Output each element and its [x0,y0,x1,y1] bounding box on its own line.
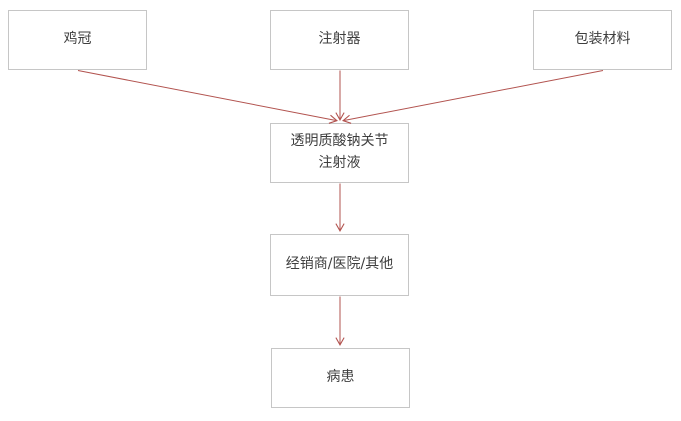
node-chicken-comb: 鸡冠 [8,10,147,70]
node-syringe: 注射器 [270,10,409,70]
node-packaging-materials: 包装材料 [533,10,672,70]
edge-chicken-comb-to-product [77,70,339,124]
node-sodium-hyaluronate-injection: 透明质酸钠关节 注射液 [270,123,409,183]
edge-packaging-to-product [341,70,604,124]
node-patient: 病患 [271,348,410,408]
node-distributor-hospital-other: 经销商/医院/其他 [270,234,409,296]
